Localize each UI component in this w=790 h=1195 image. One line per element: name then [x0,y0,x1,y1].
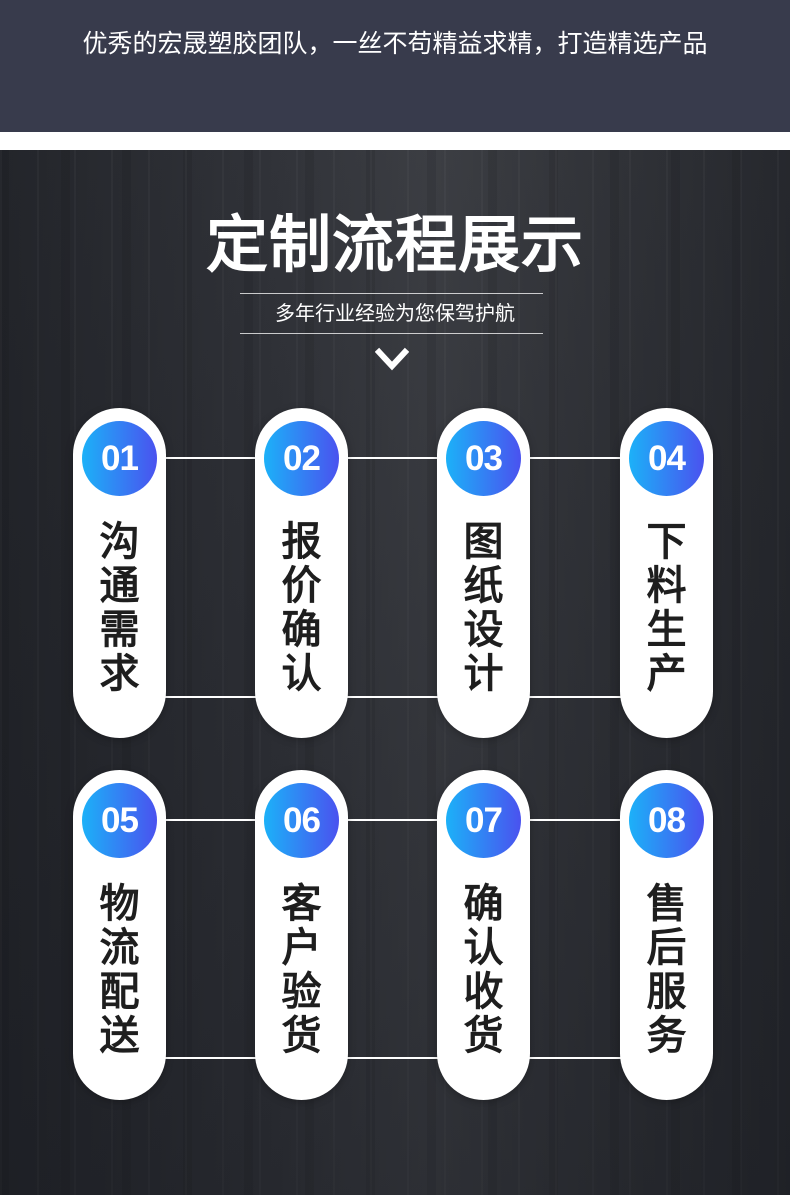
step-card-07: 07 确认收货 [437,770,530,1100]
step-number-badge: 04 [629,421,704,496]
step-number-badge: 06 [264,783,339,858]
chevron-down-icon [375,347,409,371]
row2-bottom-connector [120,1057,667,1059]
header-slogan: 优秀的宏晟塑胶团队，一丝不苟精益求精，打造精选产品 [82,29,708,58]
step-number-badge: 05 [82,783,157,858]
step-card-01: 01 沟通需求 [73,408,166,738]
step-number-badge: 07 [446,783,521,858]
step-label: 客户验货 [281,881,322,1059]
step-card-05: 05 物流配送 [73,770,166,1100]
step-number-badge: 02 [264,421,339,496]
step-label: 图纸设计 [463,519,504,697]
step-card-02: 02 报价确认 [255,408,348,738]
section-title: 定制流程展示 [205,208,584,281]
row1-bottom-connector [120,696,667,698]
step-label: 物流配送 [99,881,140,1059]
row2-top-connector [120,819,667,821]
step-label: 沟通需求 [99,519,140,697]
step-label: 报价确认 [281,519,322,697]
step-card-08: 08 售后服务 [620,770,713,1100]
subtitle-top-divider [240,293,543,294]
section-subtitle: 多年行业经验为您保驾护航 [275,301,515,325]
step-label: 售后服务 [646,881,687,1059]
step-number-badge: 01 [82,421,157,496]
step-number-badge: 03 [446,421,521,496]
row1-top-connector [120,457,667,459]
step-card-06: 06 客户验货 [255,770,348,1100]
subtitle-bottom-divider [240,333,543,334]
header-band: 优秀的宏晟塑胶团队，一丝不苟精益求精，打造精选产品 [0,0,790,132]
step-card-03: 03 图纸设计 [437,408,530,738]
step-number-badge: 08 [629,783,704,858]
step-card-04: 04 下料生产 [620,408,713,738]
step-label: 确认收货 [463,881,504,1059]
step-label: 下料生产 [646,519,687,697]
